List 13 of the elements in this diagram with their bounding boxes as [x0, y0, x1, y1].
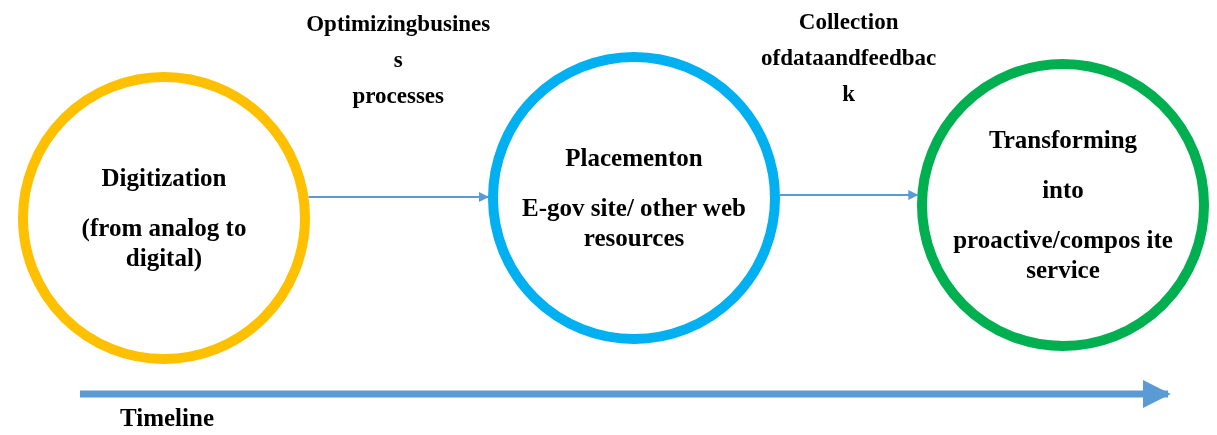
node-text: into	[1042, 175, 1084, 205]
node-text: Placementon	[565, 143, 703, 173]
node-text: Digitization	[101, 163, 227, 193]
edge-label: Collection ofdataandfeedbac k	[760, 8, 938, 108]
node-text: proactive/compos ite service	[953, 225, 1173, 285]
arrow	[778, 190, 919, 200]
timeline-label: Timeline	[120, 404, 214, 432]
node-text: Transforming	[988, 125, 1138, 155]
circle-node	[18, 72, 310, 364]
node-text: (from analog to digital)	[80, 213, 248, 273]
arrow	[307, 192, 489, 202]
edge-label: Optimizingbusines s processes	[305, 10, 492, 110]
node-text: E-gov site/ other web resources	[521, 193, 747, 253]
